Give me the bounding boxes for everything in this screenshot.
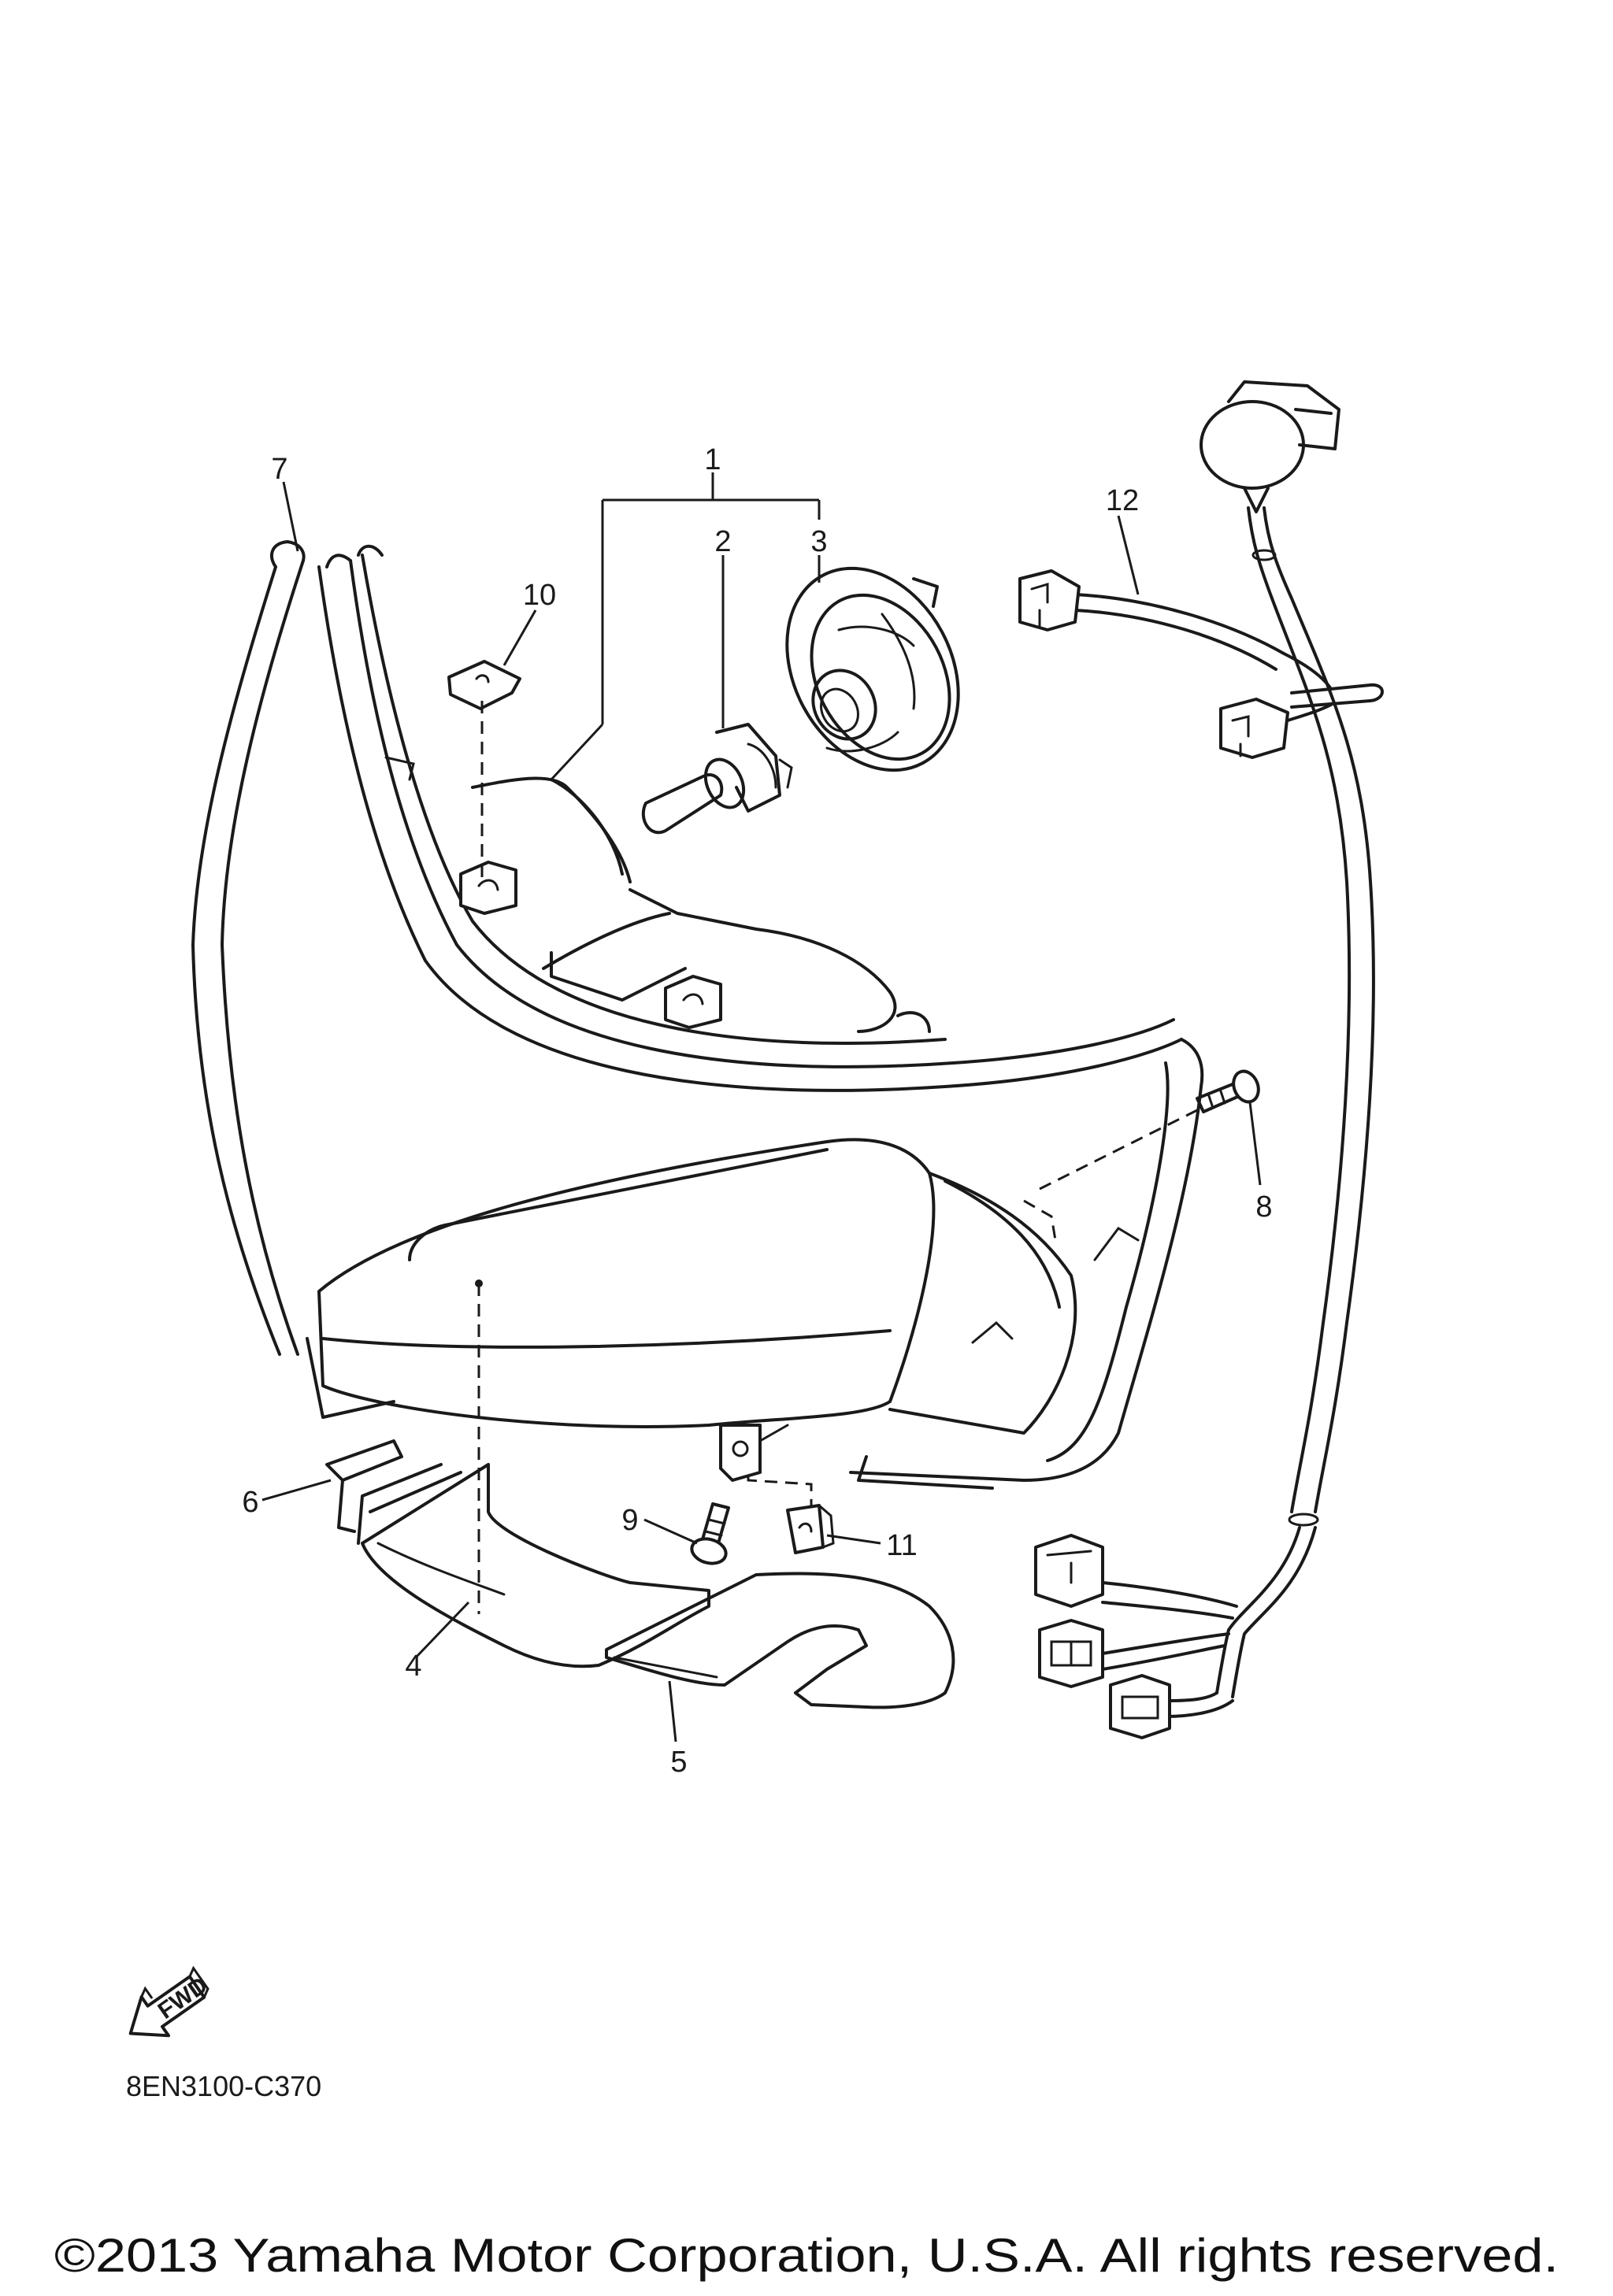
diagram-code: 8EN3100-C370 (126, 2070, 321, 2102)
callout-12: 12 (1106, 484, 1139, 517)
headlight-housing (317, 756, 1140, 1482)
part-6-seal (325, 1439, 403, 1533)
part-5-lower-plate (605, 1572, 955, 1709)
copyright-notice: ©2013 Yamaha Motor Corporation, U.S.A. A… (54, 2229, 1559, 2282)
part-7-headlight-frame (191, 540, 1204, 1490)
part-9-bolt (690, 1502, 730, 1565)
part-11-clip-nut (786, 1504, 835, 1554)
callout-3: 3 (810, 525, 827, 558)
callout-9: 9 (621, 1504, 638, 1537)
part-10-clip-nut (447, 660, 521, 710)
callout-8: 8 (1255, 1191, 1272, 1224)
callout-labels: 1 2 3 4 5 6 7 8 9 10 11 12 (242, 443, 1272, 1779)
part-12-wire-harness (1018, 380, 1384, 1739)
callout-10: 10 (523, 579, 556, 612)
leader-lines (261, 472, 1262, 1742)
callout-6: 6 (242, 1486, 258, 1519)
part-4-gasket (357, 1463, 710, 1668)
part-3-socket-cover (785, 566, 960, 772)
callout-11: 11 (886, 1529, 917, 1562)
callout-4: 4 (405, 1650, 421, 1683)
callout-2: 2 (714, 525, 731, 558)
part-8-screw (1196, 1069, 1260, 1113)
callout-7: 7 (271, 453, 287, 486)
callout-5: 5 (670, 1746, 687, 1779)
callout-1: 1 (704, 443, 721, 476)
fwd-arrow-icon: FWD (128, 1965, 213, 2038)
part-2-headlight-bulb (641, 723, 793, 835)
